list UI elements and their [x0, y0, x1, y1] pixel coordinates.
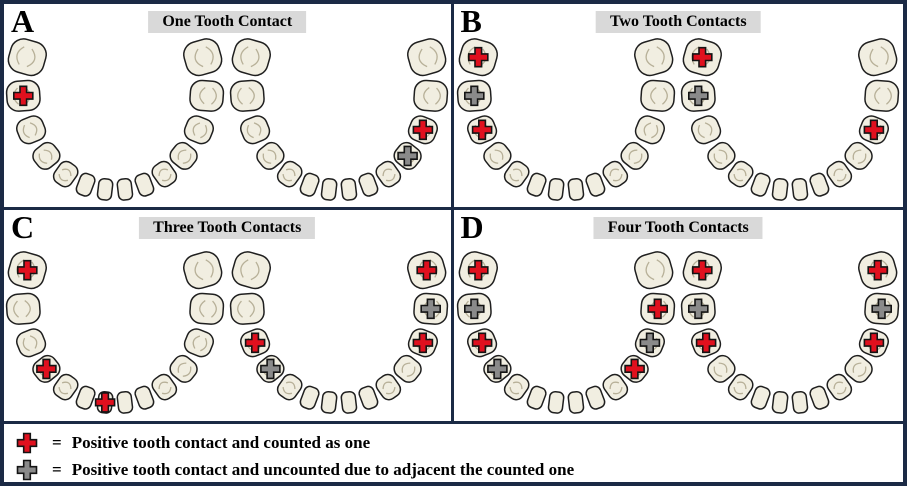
panel-b-letter: B	[460, 3, 482, 39]
panel-b-title: Two Tooth Contacts	[595, 11, 761, 33]
dental-arch-right	[230, 38, 449, 201]
panel-c: C Three Tooth Contacts	[4, 209, 454, 424]
panel-d-title: Four Tooth Contacts	[593, 217, 763, 239]
dental-arch-right	[230, 251, 449, 414]
panel-c-title: Three Tooth Contacts	[139, 217, 316, 239]
dental-arch-right	[681, 251, 900, 414]
legend: = Positive tooth contact and counted as …	[4, 424, 903, 482]
gray-cross-icon	[16, 459, 38, 480]
legend-text-counted: Positive tooth contact and counted as on…	[71, 432, 371, 452]
equals-sign: =	[52, 459, 62, 479]
panel-b-arches	[454, 34, 904, 206]
panel-c-arches	[4, 247, 451, 419]
panel-d: D Four Tooth Contacts	[453, 209, 904, 424]
panel-d-letter: D	[460, 209, 484, 245]
panel-a-title: One Tooth Contact	[148, 11, 307, 33]
panel-a-letter: A	[11, 3, 35, 39]
dental-arch-left	[6, 251, 225, 414]
panel-a-arches	[4, 34, 451, 206]
equals-sign: =	[52, 432, 62, 452]
dental-arch-left	[457, 38, 676, 201]
dental-arch-left	[457, 251, 676, 414]
legend-text-uncounted: Positive tooth contact and uncounted due…	[71, 459, 575, 479]
red-cross-icon	[16, 432, 38, 453]
panel-b: B Two Tooth Contacts	[453, 3, 904, 210]
panel-d-arches	[454, 247, 904, 419]
dental-arch-left	[6, 38, 225, 201]
legend-row-counted: = Positive tooth contact and counted as …	[16, 429, 903, 456]
legend-row-uncounted: = Positive tooth contact and uncounted d…	[16, 456, 903, 482]
panel-a: A One Tooth Contact	[4, 4, 454, 210]
dental-arch-right	[681, 38, 900, 201]
panel-c-letter: C	[11, 209, 35, 245]
